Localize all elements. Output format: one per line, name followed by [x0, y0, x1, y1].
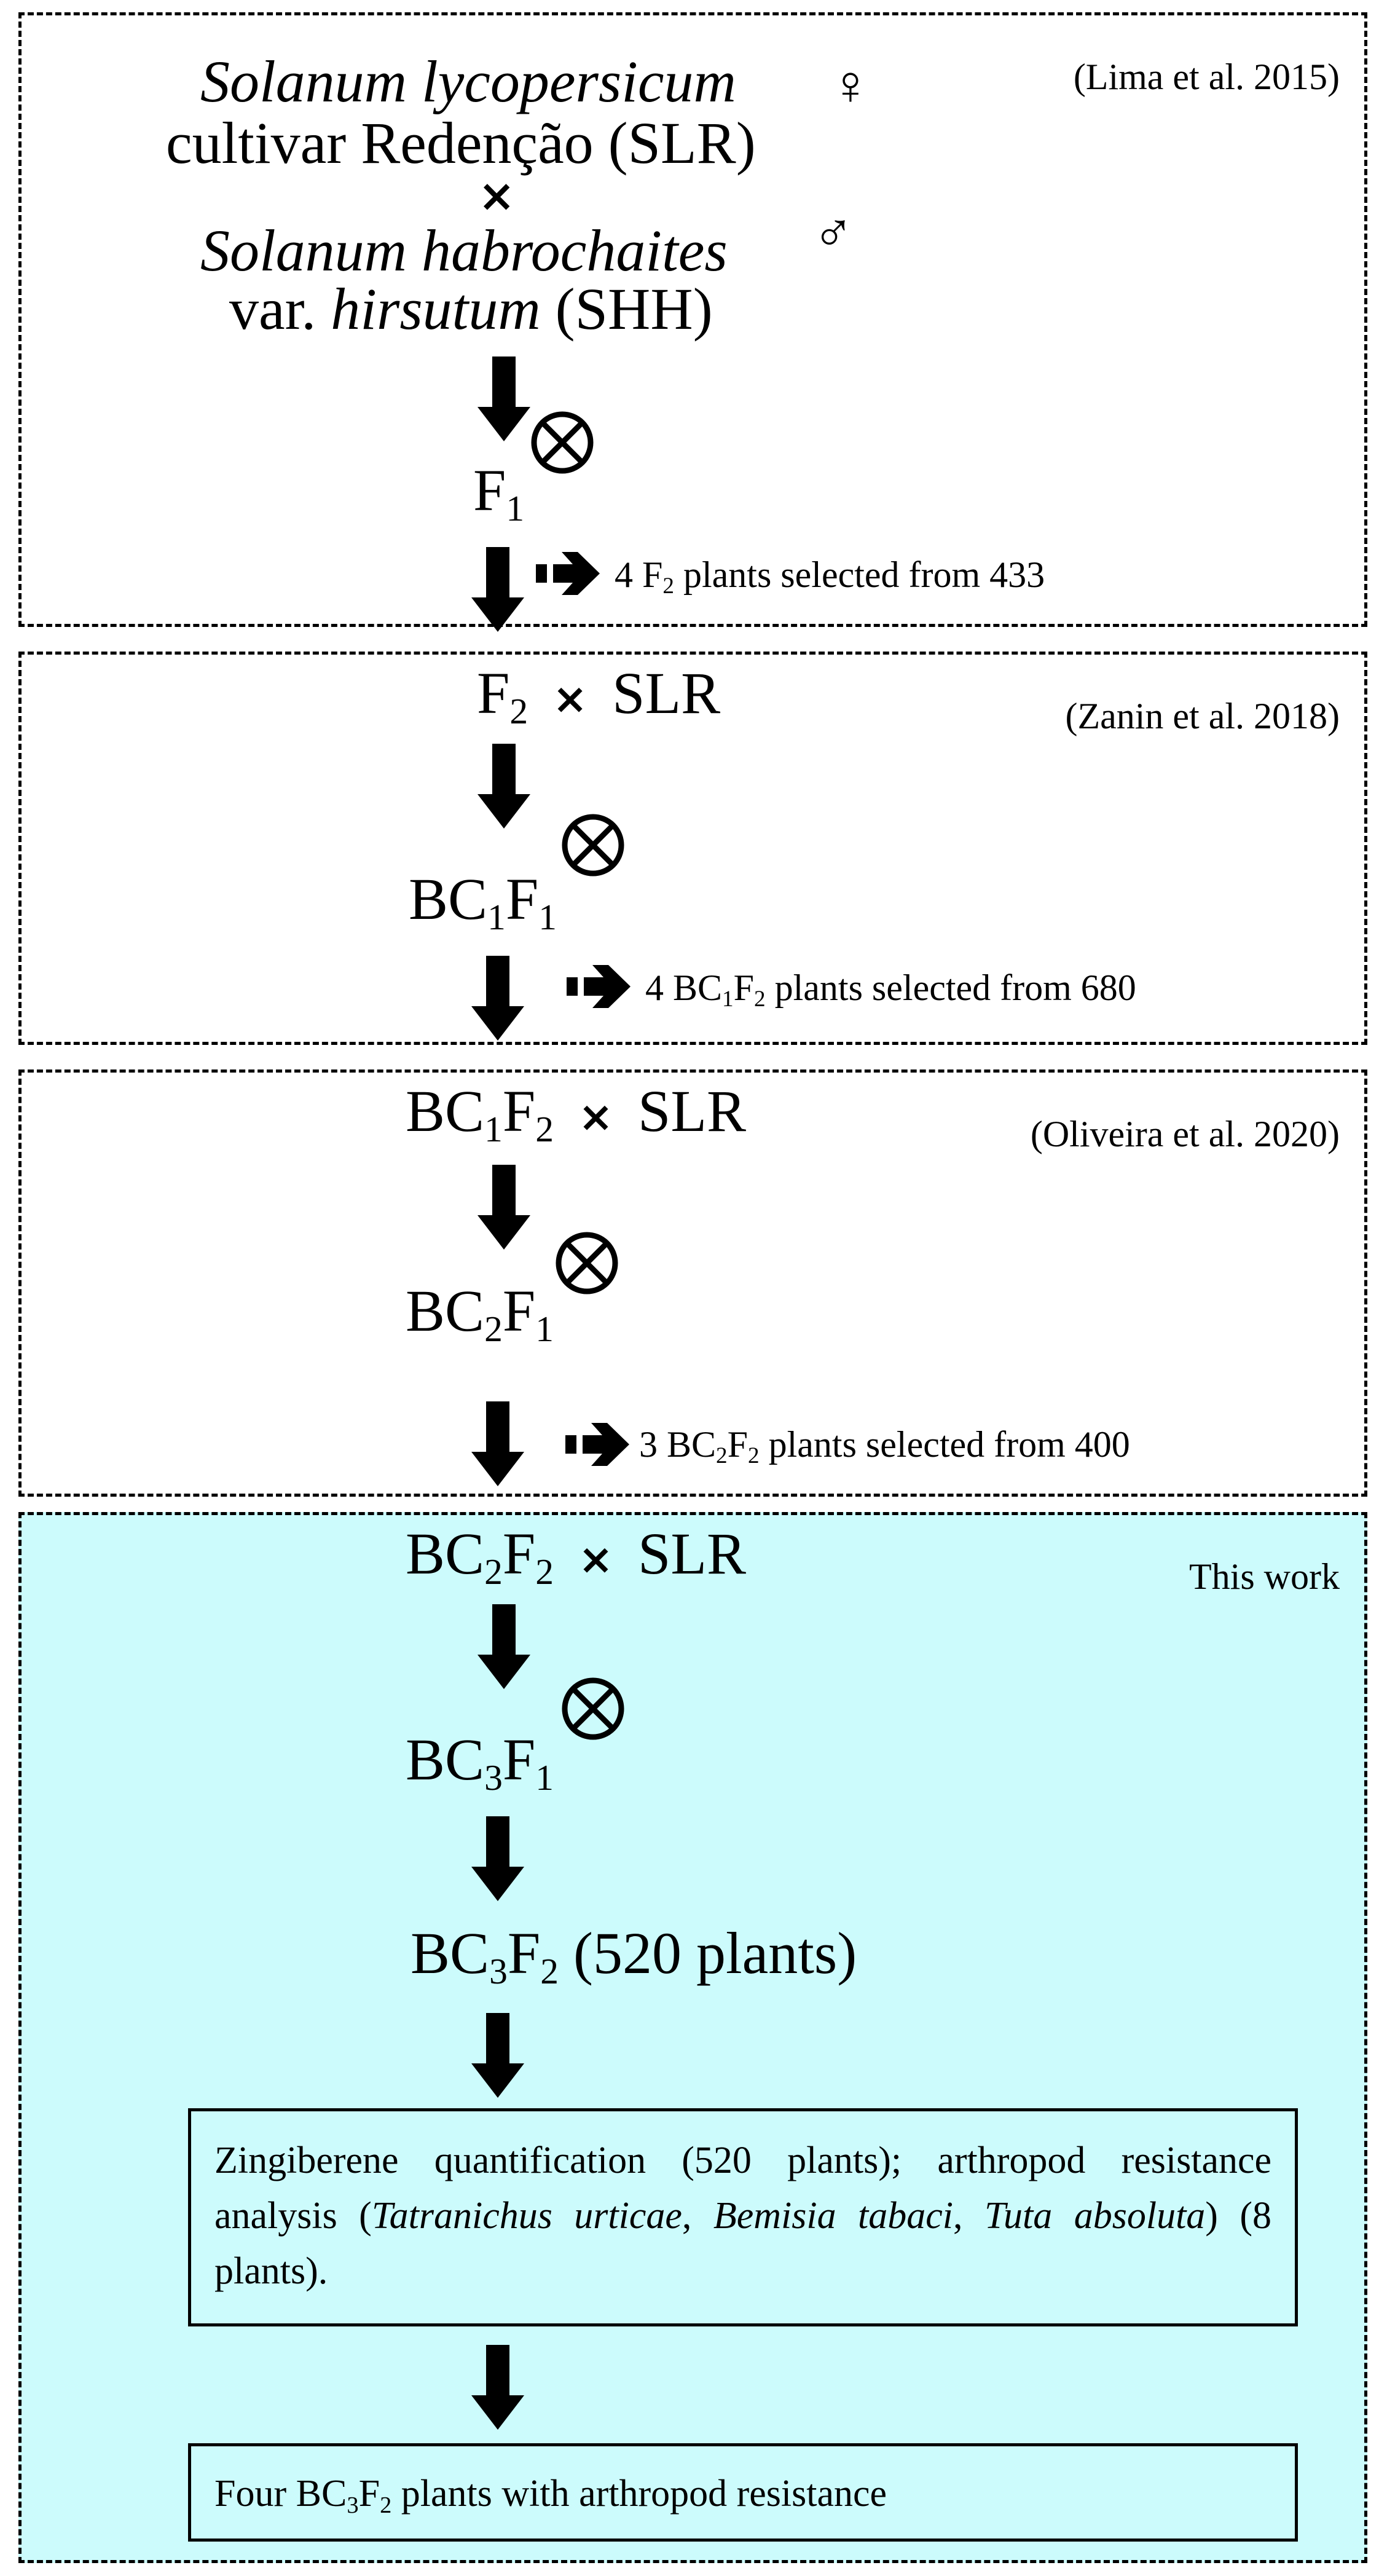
- selfing-icon: [556, 1232, 618, 1294]
- citation-zanin-2018: (Zanin et al. 2018): [1065, 696, 1340, 736]
- down-arrow-icon: [471, 547, 524, 632]
- down-arrow-icon: [471, 2345, 524, 2430]
- citation-lima-2015: (Lima et al. 2015): [1073, 57, 1340, 97]
- parent2-species: Solanum habrochaites: [200, 218, 728, 283]
- cross-bc1f2-slr: BC1F2×SLR: [406, 1078, 747, 1149]
- citation-oliveira-2020: (Oliveira et al. 2020): [1030, 1114, 1340, 1154]
- section-lima-2015: (Lima et al. 2015): [18, 12, 1367, 627]
- cross-f2-slr: F2×SLR: [477, 660, 721, 731]
- generation-f1: F1: [473, 457, 525, 529]
- down-arrow-icon: [471, 956, 524, 1041]
- generation-bc2f1: BC2F1: [406, 1278, 554, 1349]
- section-this-work: This work: [18, 1512, 1367, 2563]
- down-arrow-icon: [477, 1604, 530, 1689]
- male-symbol: ♂: [812, 203, 854, 264]
- selfing-icon: [531, 411, 594, 474]
- variety-prefix: var.: [229, 276, 316, 342]
- cross-bc2f2-slr: BC2F2×SLR: [406, 1521, 747, 1592]
- right-arrow-icon: [567, 965, 631, 1008]
- parent1-species: Solanum lycopersicum: [200, 49, 736, 114]
- parent2-abbreviation: (SHH): [555, 276, 713, 342]
- analysis-text: Zingiberene quantification (520 plants);…: [214, 2140, 1272, 2292]
- right-arrow-icon: [565, 1423, 629, 1466]
- selection-f2: 4 F2 plants selected from 433: [615, 554, 1045, 599]
- citation-this-work: This work: [1189, 1556, 1340, 1597]
- result-text: Four BC3F2 plants with arthropod resista…: [214, 2473, 887, 2518]
- selfing-icon: [562, 814, 624, 876]
- result-box: Four BC3F2 plants with arthropod resista…: [188, 2443, 1298, 2542]
- down-arrow-icon: [477, 744, 530, 829]
- variety-name: hirsutum: [331, 276, 541, 342]
- female-symbol: ♀: [830, 55, 871, 116]
- generation-bc3f1: BC3F1: [406, 1727, 554, 1798]
- down-arrow-icon: [471, 1816, 524, 1901]
- selfing-icon: [562, 1677, 624, 1740]
- parent2-variety: var. hirsutum (SHH): [229, 280, 713, 339]
- section-zanin-2018: (Zanin et al. 2018): [18, 652, 1367, 1045]
- down-arrow-icon: [471, 2013, 524, 2098]
- down-arrow-icon: [471, 1401, 524, 1486]
- right-arrow-icon: [536, 552, 600, 595]
- cross-symbol: ×: [478, 170, 516, 221]
- section-oliveira-2020: (Oliveira et al. 2020): [18, 1069, 1367, 1497]
- down-arrow-icon: [477, 356, 530, 441]
- analysis-box: Zingiberene quantification (520 plants);…: [188, 2108, 1298, 2326]
- down-arrow-icon: [477, 1165, 530, 1250]
- population-bc3f2: BC3F2 (520 plants): [411, 1920, 857, 1991]
- parent1-cultivar: cultivar Redenção (SLR): [166, 110, 756, 176]
- generation-bc1f1: BC1F1: [409, 866, 557, 937]
- selection-bc2f2: 3 BC2F2 plants selected from 400: [639, 1424, 1130, 1469]
- selection-bc1f2: 4 BC1F2 plants selected from 680: [645, 967, 1136, 1012]
